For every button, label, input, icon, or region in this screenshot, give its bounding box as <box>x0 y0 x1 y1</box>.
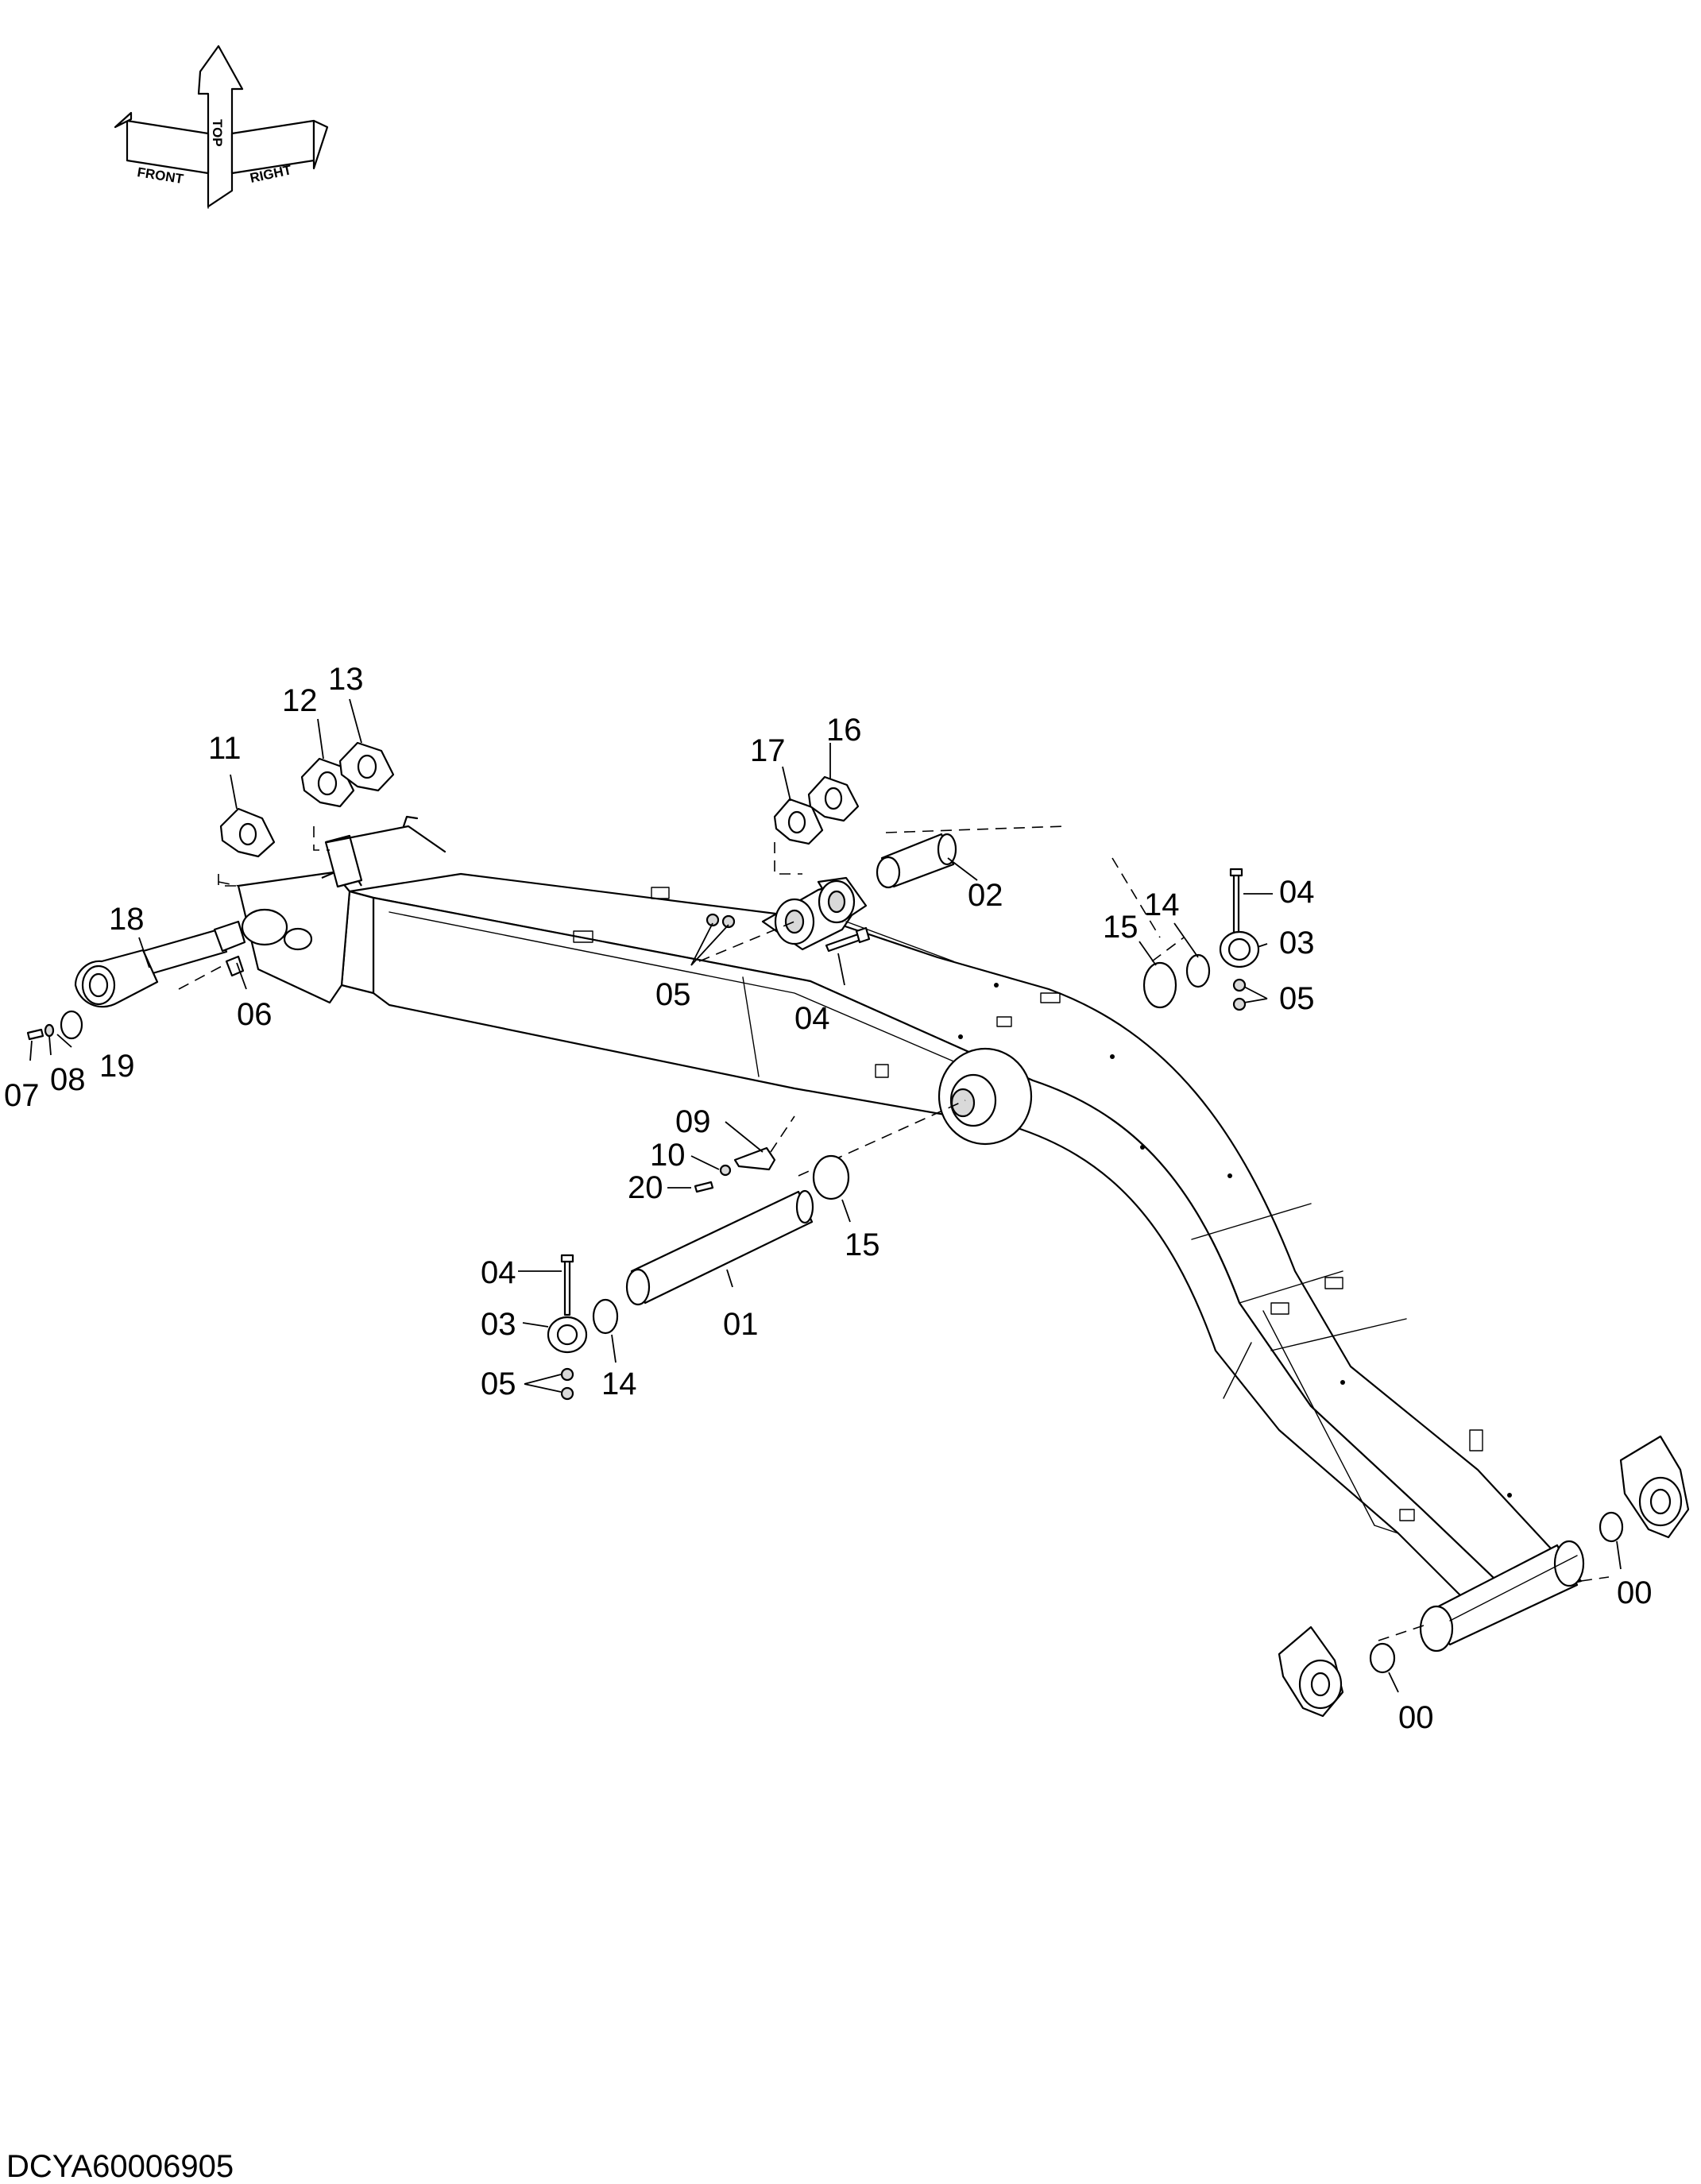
callout-05-upper: 05 <box>655 977 691 1012</box>
callout-13: 13 <box>328 662 364 697</box>
callout-07: 07 <box>4 1078 40 1113</box>
callout-03-lower: 03 <box>481 1307 516 1342</box>
part-10-washer <box>719 1164 732 1177</box>
part-09-bracket <box>733 1146 776 1171</box>
orientation-label-top: TOP <box>210 119 225 147</box>
callout-17: 17 <box>750 733 786 768</box>
part-04-bolt-lower <box>560 1254 574 1316</box>
part-11-shim <box>219 807 276 858</box>
callout-00-left: 00 <box>1398 1700 1434 1735</box>
callout-00-right: 00 <box>1617 1575 1653 1610</box>
part-13-shim <box>338 741 395 792</box>
callout-15-lower: 15 <box>845 1227 880 1262</box>
arm-bracket-left <box>1278 1625 1344 1718</box>
boom-foot-bracket <box>237 815 447 1004</box>
boom-cylinder-bracket <box>761 876 954 962</box>
part-04-bolt-right <box>1229 868 1243 937</box>
callout-01: 01 <box>723 1307 759 1342</box>
assembly-lines <box>178 825 1610 1641</box>
part-16-shim <box>807 775 860 822</box>
boom-body <box>340 872 1583 1614</box>
callout-03-right: 03 <box>1279 926 1315 961</box>
callout-20: 20 <box>628 1170 663 1205</box>
document-id: DCYA60006905 <box>6 2149 234 2184</box>
callout-14-lower: 14 <box>601 1366 637 1401</box>
part-14-ring-lower <box>592 1298 619 1335</box>
part-00-ring-left <box>1369 1642 1396 1674</box>
callout-16: 16 <box>826 713 862 748</box>
part-17-shim <box>773 798 824 845</box>
part-05-nuts-right <box>1232 978 1247 1011</box>
orientation-indicator: FRONT TOP RIGHT <box>114 44 329 209</box>
part-05-nuts-upper <box>706 913 736 929</box>
part-18-foot-pin <box>74 920 246 1008</box>
part-07-bolt <box>26 1028 44 1041</box>
callout-19: 19 <box>99 1049 135 1084</box>
callout-12: 12 <box>282 683 318 718</box>
callout-14-right: 14 <box>1144 887 1180 922</box>
part-20-bolt <box>694 1181 714 1193</box>
part-15-washer-lower <box>812 1154 850 1200</box>
callout-08: 08 <box>50 1062 86 1097</box>
callout-02: 02 <box>968 878 1003 913</box>
callout-05-right: 05 <box>1279 981 1315 1016</box>
part-05-nuts-lower <box>560 1367 574 1401</box>
callout-10: 10 <box>650 1138 686 1173</box>
callout-04-upper: 04 <box>794 1001 830 1036</box>
part-00-ring-right <box>1599 1511 1624 1543</box>
boom-arm-end <box>1419 1540 1585 1652</box>
callout-06: 06 <box>237 997 273 1032</box>
leader-lines <box>29 698 1622 1693</box>
callout-18: 18 <box>109 902 145 937</box>
part-08-washer <box>44 1023 55 1038</box>
part-03-collar-lower <box>547 1316 588 1354</box>
part-01-main-pin <box>625 1189 814 1306</box>
callout-04-right: 04 <box>1279 875 1315 910</box>
callout-09: 09 <box>675 1104 711 1139</box>
part-19-washer <box>60 1010 83 1040</box>
part-04-bolt-upper <box>825 926 871 953</box>
part-02-pin <box>876 833 957 889</box>
callout-11: 11 <box>208 731 242 766</box>
callout-05-lower: 05 <box>481 1366 516 1401</box>
callout-labels: 18 06 19 08 07 11 12 13 17 16 02 05 04 1… <box>4 662 1653 1735</box>
part-14-ring-right <box>1185 953 1211 988</box>
arm-bracket-right <box>1619 1435 1690 1539</box>
callout-15-right: 15 <box>1103 910 1139 945</box>
callout-04-lower: 04 <box>481 1255 516 1290</box>
part-03-collar-right <box>1219 930 1260 968</box>
part-15-washer-right <box>1142 961 1177 1009</box>
